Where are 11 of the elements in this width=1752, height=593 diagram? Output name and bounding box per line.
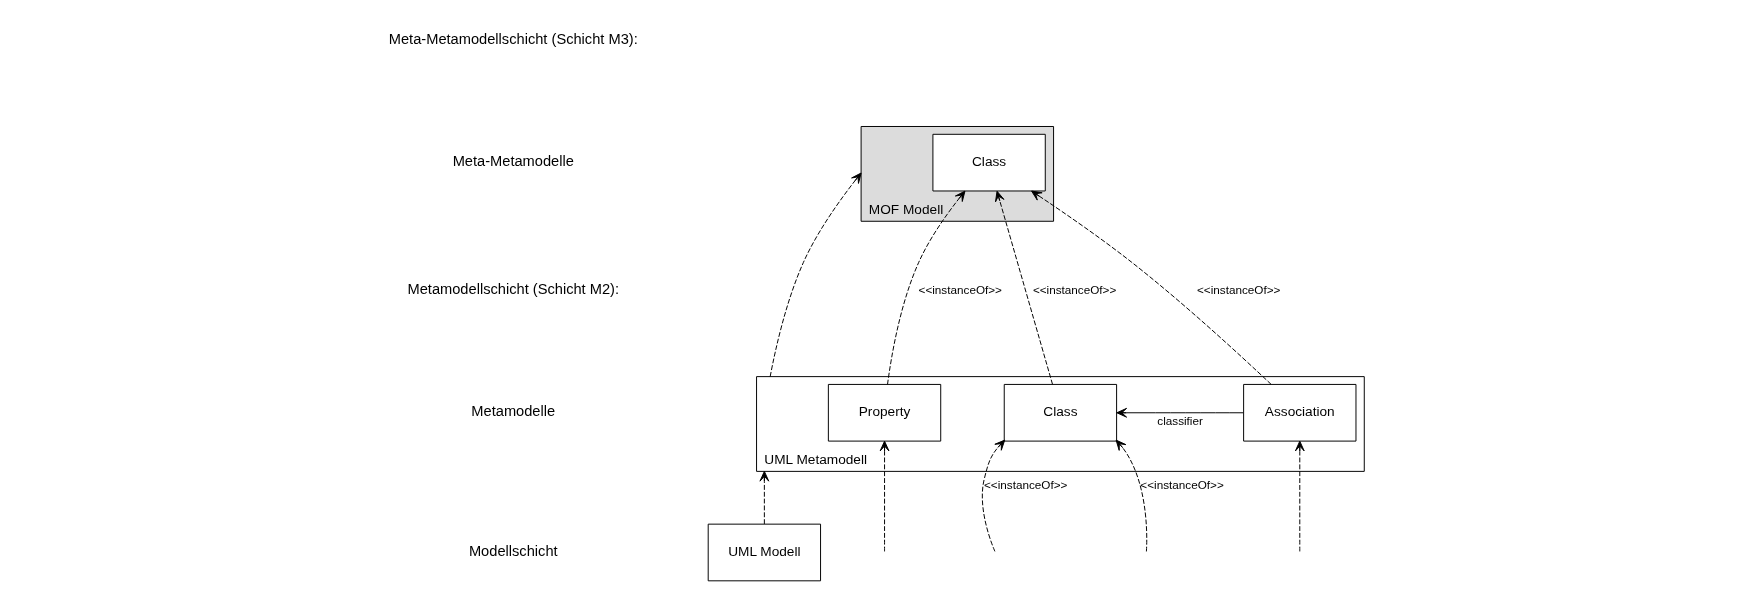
edge-label: <<instanceOf>> [1197,282,1281,296]
edge-label: <<instanceOf>> [918,282,1002,296]
edge-label: classifier [1157,414,1203,428]
edge-label: <<instanceOf>> [1140,477,1224,491]
label: Meta-Metamodelle [452,153,574,170]
label: Metamodellschicht (Schicht M2): [407,281,620,298]
edge-label: <<instanceOf>> [1032,282,1117,296]
label: Metamodelle [471,403,556,420]
edge-label: <<instanceOf>> [984,477,1068,491]
label: Modellschicht [468,542,558,559]
label: Meta-Metamodellschicht (Schicht M3): [388,30,638,47]
